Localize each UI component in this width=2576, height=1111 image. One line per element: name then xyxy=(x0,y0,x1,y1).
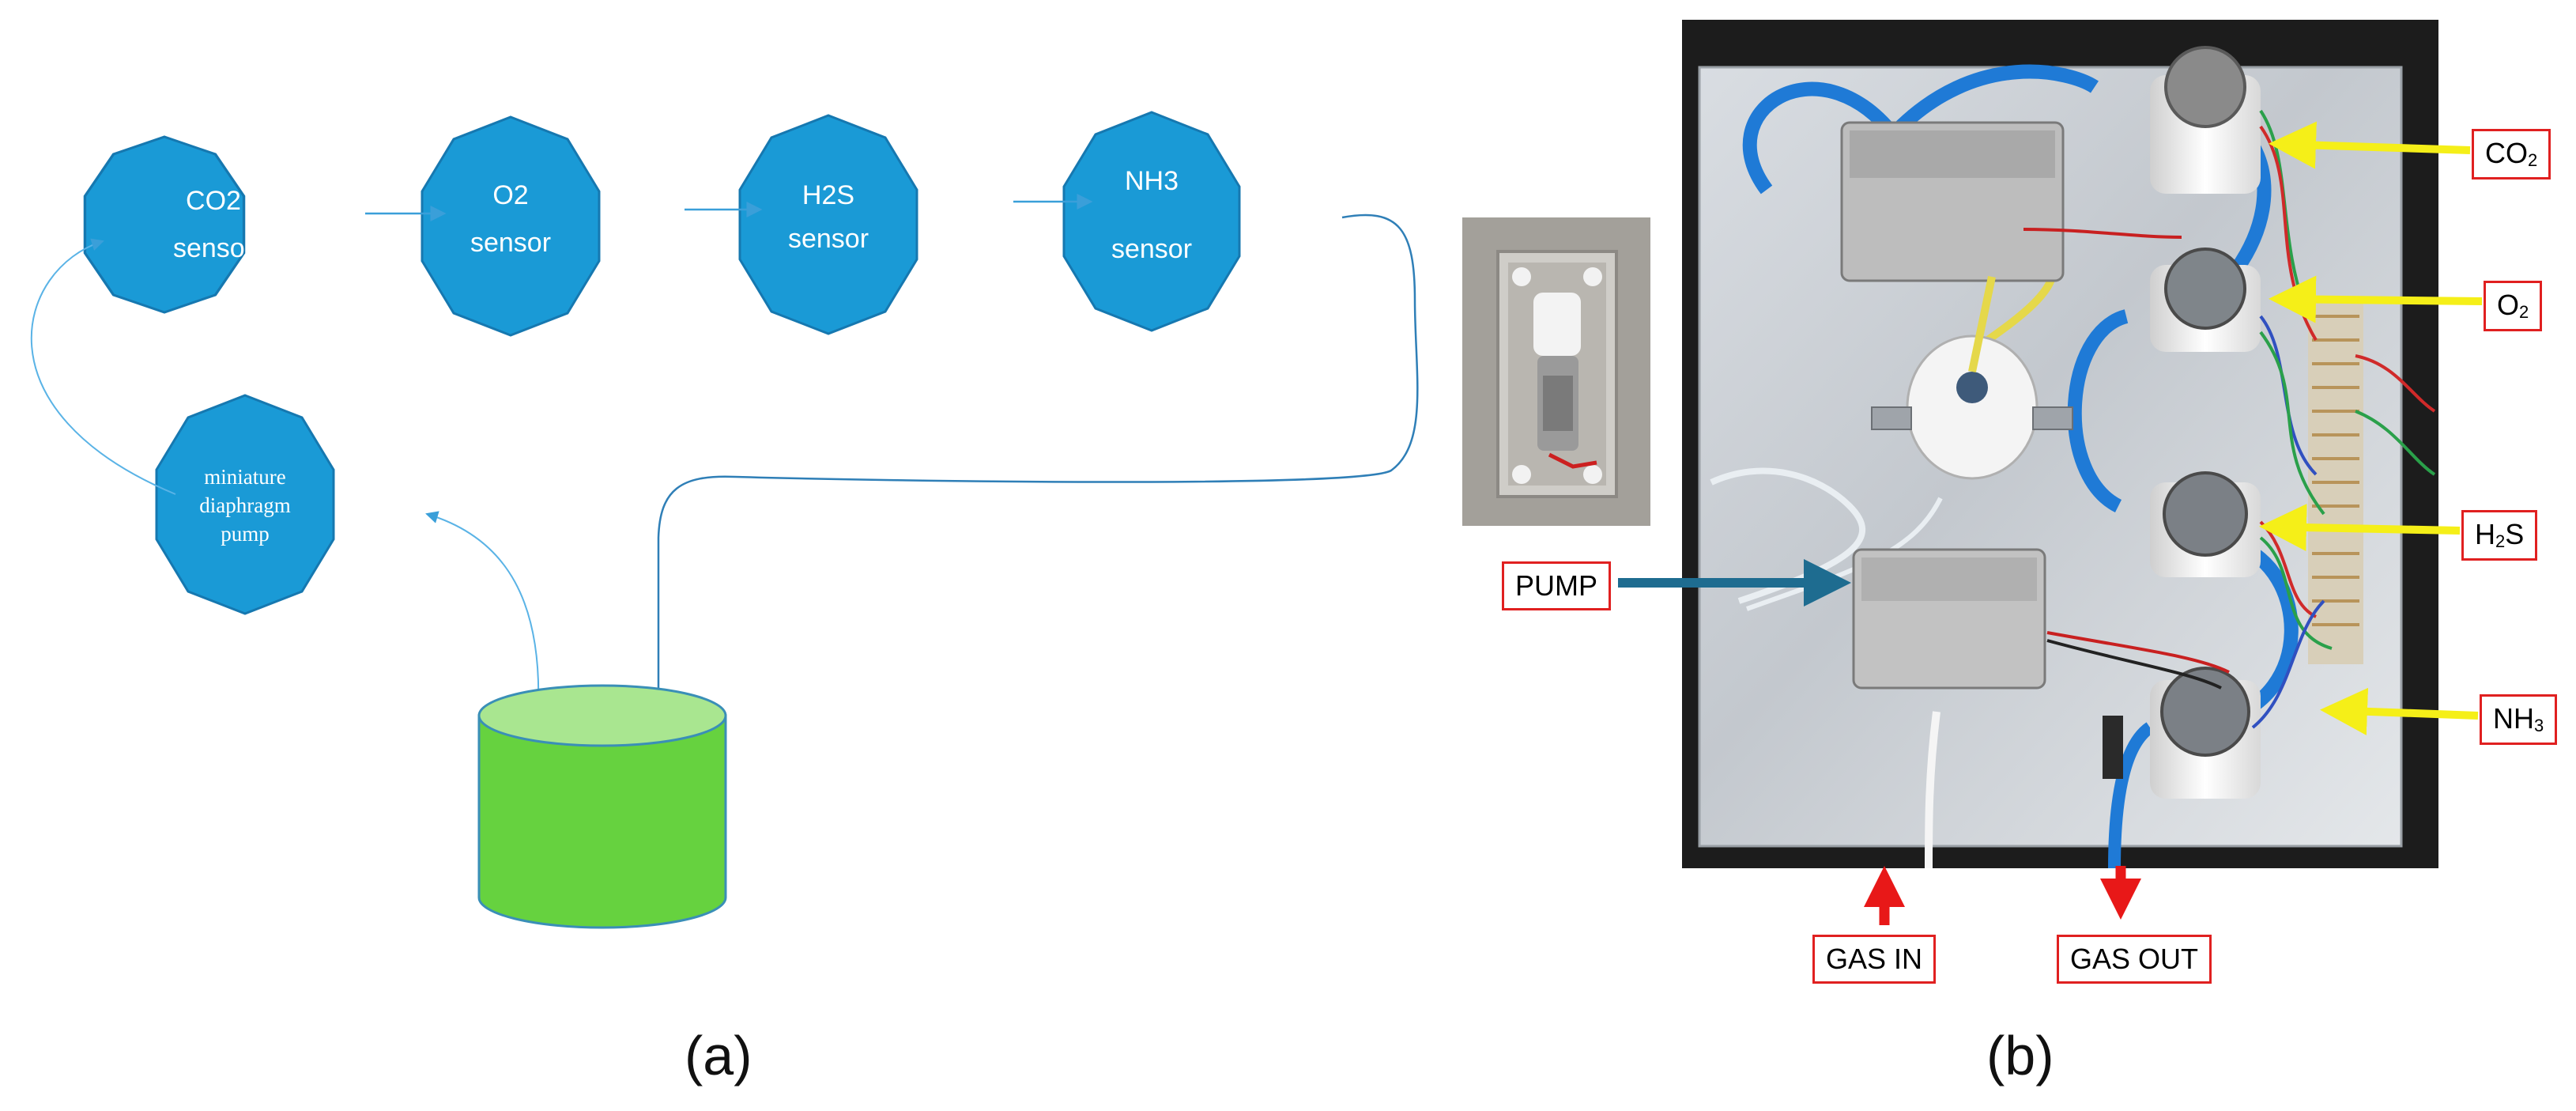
sensor-octagon xyxy=(1062,111,1241,332)
sensor-node-o2: O2 sensor xyxy=(421,115,601,337)
sensor-word: sensor xyxy=(1111,234,1192,264)
callout-h2s-sub: 2 xyxy=(2495,531,2506,551)
arrow-co2 xyxy=(2269,121,2471,169)
sensor-name: H2S xyxy=(802,180,854,210)
gas-tank xyxy=(477,684,727,929)
sensor-cylinder-co2 xyxy=(2150,46,2261,194)
sensor-name: CO2 xyxy=(186,186,241,216)
arrow-h2s xyxy=(2259,504,2461,552)
callout-co2-main: CO xyxy=(2485,137,2528,169)
pump-line-3: pump xyxy=(221,522,270,546)
pump-octagon xyxy=(155,394,335,615)
tank-top xyxy=(477,684,727,747)
callout-o2-main: O xyxy=(2497,289,2520,321)
callout-gas-out: GAS OUT xyxy=(2057,935,2212,984)
callout-o2-sub: 2 xyxy=(2519,302,2529,322)
pump-inset-photo xyxy=(1462,217,1650,526)
flow-line-tank-to-pump xyxy=(425,511,540,724)
callout-nh3: NH3 xyxy=(2480,694,2558,745)
panel-label-a: (a) xyxy=(685,1025,752,1086)
sensor-word: sensor xyxy=(173,233,254,263)
sensor-board-photo xyxy=(1682,20,2438,869)
callout-nh3-sub: 3 xyxy=(2534,716,2544,735)
callout-h2s: H2S xyxy=(2461,510,2538,561)
arrow-o2 xyxy=(2269,275,2483,323)
panel-label-b: (b) xyxy=(1986,1025,2054,1086)
sensor-octagon xyxy=(738,114,918,335)
sensor-node-nh3: NH3 sensor xyxy=(1062,111,1241,332)
callout-co2: CO2 xyxy=(2472,129,2551,179)
panel-a: CO2 sensor O2 sensor H2S sensor NH3 sens… xyxy=(30,111,1419,929)
sensor-name: O2 xyxy=(492,180,528,210)
sensor-cylinder-o2 xyxy=(2150,248,2261,352)
callout-nh3-main: NH xyxy=(2493,702,2534,735)
callout-pump: PUMP xyxy=(1502,561,1612,610)
sensor-node-h2s: H2S sensor xyxy=(738,114,918,335)
callout-h2s-main: H xyxy=(2475,518,2495,550)
callout-h2s-tail: S xyxy=(2505,518,2525,550)
callout-co2-sub: 2 xyxy=(2528,150,2538,170)
callout-o2: O2 xyxy=(2484,281,2543,331)
sensor-cylinder-nh3 xyxy=(2150,667,2261,799)
pump-node: miniature diaphragm pump xyxy=(155,394,335,615)
sensor-word: sensor xyxy=(788,224,869,254)
tank-body xyxy=(477,714,727,929)
sensor-octagon xyxy=(421,115,601,337)
sensor-word: sensor xyxy=(470,228,551,258)
sensor-node-co2: CO2 sensor xyxy=(83,135,254,314)
pump-line-2: diaphragm xyxy=(199,493,290,517)
flow-line-nh3-to-tank xyxy=(651,214,1419,730)
panel-b xyxy=(1462,20,2483,925)
sensor-cylinder-h2s xyxy=(2150,471,2261,577)
arrow-nh3 xyxy=(2320,687,2479,735)
sensor-name: NH3 xyxy=(1125,166,1179,196)
flow-line-pump-to-co2 xyxy=(30,238,176,495)
sensor-octagon xyxy=(83,135,246,314)
callout-gas-in: GAS IN xyxy=(1812,935,1937,984)
pump-line-1: miniature xyxy=(204,465,285,489)
